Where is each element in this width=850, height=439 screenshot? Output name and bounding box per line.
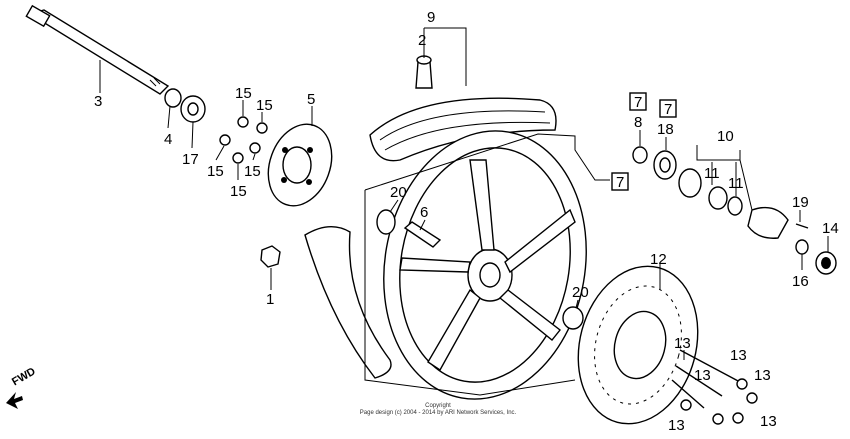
callout-9: 9 [427, 9, 435, 26]
washer-16 [795, 239, 809, 255]
callout-14: 14 [822, 220, 839, 237]
wheel-bracket-lines [364, 133, 610, 396]
callout-13: 13 [760, 413, 777, 430]
callout-labels: 9 2 3 4 17 15 15 15 15 15 5 20 6 1 7 7 7… [94, 9, 839, 434]
callout-15: 15 [230, 183, 247, 200]
dust-seal-20b [562, 306, 584, 330]
copyright-line-2: Page design (c) 2004 - 2014 by ARI Netwo… [359, 410, 517, 416]
nuts-15 [219, 116, 268, 164]
callout-13: 13 [754, 367, 771, 384]
callout-19: 19 [792, 194, 809, 211]
callout-5: 5 [307, 91, 315, 108]
callout-3: 3 [94, 93, 102, 110]
callout-7: 7 [664, 101, 672, 118]
oil-seal-18 [653, 150, 677, 180]
callout-box [629, 92, 647, 111]
callout-12: 12 [650, 251, 667, 268]
callout-8: 8 [634, 114, 642, 131]
callout-6: 6 [420, 204, 428, 221]
callout-1: 1 [266, 291, 274, 308]
pin-19 [795, 223, 809, 229]
callout-17: 17 [182, 151, 199, 168]
axle-nut-14 [815, 251, 837, 275]
callout-11: 11 [704, 165, 720, 182]
callout-2: 2 [418, 32, 426, 49]
brake-disc [577, 265, 699, 425]
distance-collar-6 [403, 221, 442, 248]
callout-10: 10 [717, 128, 734, 145]
callout-18: 18 [657, 121, 674, 138]
callout-13: 13 [668, 417, 685, 434]
callout-13: 13 [674, 335, 691, 352]
callout-15: 15 [235, 85, 252, 102]
copyright-line-1: Copyright [425, 403, 451, 409]
nut-1 [260, 245, 281, 268]
callout-13: 13 [730, 347, 747, 364]
disc-bolts [671, 349, 758, 425]
valve-stem [415, 55, 433, 89]
copyright-notice: Copyright Page design (c) 2004 - 2014 by… [338, 403, 538, 417]
axle [25, 4, 170, 95]
callout-16: 16 [792, 273, 809, 290]
speedometer-gearbox-parts [678, 168, 789, 239]
dust-seal-20 [376, 209, 396, 235]
callout-4: 4 [164, 131, 172, 148]
callout-box [659, 99, 677, 118]
fwd-arrow-icon [6, 392, 23, 409]
axle-collar [164, 88, 182, 108]
leader-lines [99, 27, 829, 360]
callout-13: 13 [694, 367, 711, 384]
tire [304, 97, 557, 379]
callout-7: 7 [616, 174, 624, 191]
callout-7: 7 [634, 94, 642, 111]
callout-20: 20 [572, 284, 589, 301]
callout-11: 11 [728, 175, 744, 192]
wheel-rim [383, 130, 587, 400]
callout-15: 15 [207, 163, 224, 180]
callout-15: 15 [256, 97, 273, 114]
collar-8 [632, 146, 648, 164]
hub-cover [267, 123, 333, 207]
callout-box [611, 172, 629, 191]
bearing-17 [180, 95, 206, 123]
callout-15: 15 [244, 163, 261, 180]
callout-20: 20 [390, 184, 407, 201]
